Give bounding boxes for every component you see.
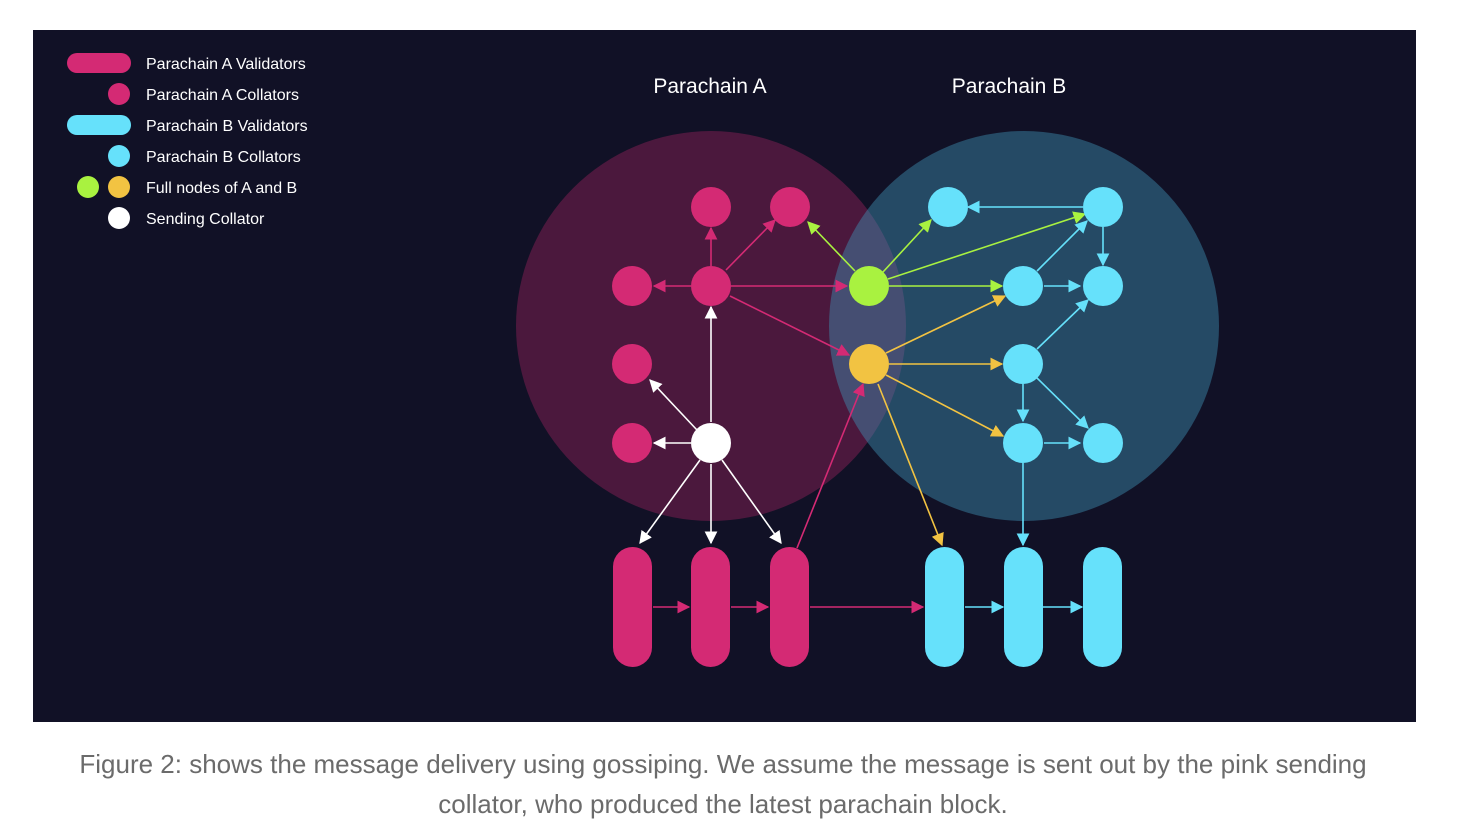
full-node-yellow	[849, 344, 889, 384]
b-collator-node	[1083, 187, 1123, 227]
legend-b-validator-swatch	[67, 115, 131, 135]
figure-caption: Figure 2: shows the message delivery usi…	[20, 744, 1426, 824]
a-validator	[691, 547, 730, 667]
edge	[882, 219, 932, 273]
gossip-diagram: Parachain A Validators Parachain A Colla…	[33, 30, 1416, 722]
edge	[807, 221, 856, 272]
edge	[725, 219, 776, 271]
legend-a-collator-swatch	[108, 83, 130, 105]
a-collator-node	[691, 266, 731, 306]
parachain-a-validators	[613, 547, 809, 667]
legend-b-collator-swatch	[108, 145, 130, 167]
caption-line-1: Figure 2: shows the message delivery usi…	[79, 749, 1367, 779]
b-validator	[925, 547, 964, 667]
a-validator	[613, 547, 652, 667]
a-collator-node	[612, 344, 652, 384]
parachain-a-collators	[612, 187, 810, 463]
edge	[1036, 220, 1088, 272]
edge	[885, 295, 1007, 354]
legend-a-validator-swatch	[67, 53, 131, 73]
b-collator-node	[1003, 344, 1043, 384]
legend-sending-collator-swatch	[108, 207, 130, 229]
yellow-full-node-edges	[877, 295, 1007, 547]
parachain-b-validators	[925, 547, 1122, 667]
a-collator-node	[691, 187, 731, 227]
sending-collator-node	[691, 423, 731, 463]
edge	[885, 374, 1005, 437]
legend-b-collators-label: Parachain B Collators	[146, 149, 301, 166]
edge	[1036, 299, 1089, 350]
parachain-b-title: Parachain B	[952, 75, 1066, 98]
legend-sending-collator-label: Sending Collator	[146, 211, 265, 228]
legend-a-validators-label: Parachain A Validators	[146, 56, 306, 73]
b-validator	[1083, 547, 1122, 667]
a-collator-node	[770, 187, 810, 227]
legend-full-nodes-label: Full nodes of A and B	[146, 180, 297, 197]
legend-a-collators-label: Parachain A Collators	[146, 87, 299, 104]
parachain-a-edges	[652, 219, 925, 614]
b-collator-node	[1003, 266, 1043, 306]
parachain-a-title: Parachain A	[653, 75, 766, 98]
edge	[796, 382, 865, 549]
full-node-green	[849, 266, 889, 306]
b-validator	[1004, 547, 1043, 667]
edge	[1036, 377, 1089, 429]
green-full-node-edges	[807, 211, 1087, 293]
edge	[639, 459, 701, 545]
a-collator-node	[612, 423, 652, 463]
b-collator-node	[928, 187, 968, 227]
parachain-b-collators	[928, 187, 1123, 463]
legend: Parachain A Validators Parachain A Colla…	[67, 53, 308, 229]
b-collator-node	[1003, 423, 1043, 463]
edge	[649, 379, 698, 431]
a-collator-node	[612, 266, 652, 306]
edge	[877, 383, 944, 547]
legend-full-node-green-swatch	[77, 176, 99, 198]
a-validator	[770, 547, 809, 667]
legend-full-node-yellow-swatch	[108, 176, 130, 198]
caption-line-2: collator, who produced the latest parach…	[438, 789, 1008, 819]
edge	[729, 295, 851, 356]
legend-b-validators-label: Parachain B Validators	[146, 118, 308, 135]
sending-collator-edges	[639, 305, 782, 545]
edge	[887, 211, 1087, 280]
edge	[721, 459, 782, 545]
parachain-b-edges	[965, 200, 1110, 614]
b-collator-node	[1083, 266, 1123, 306]
b-collator-node	[1083, 423, 1123, 463]
